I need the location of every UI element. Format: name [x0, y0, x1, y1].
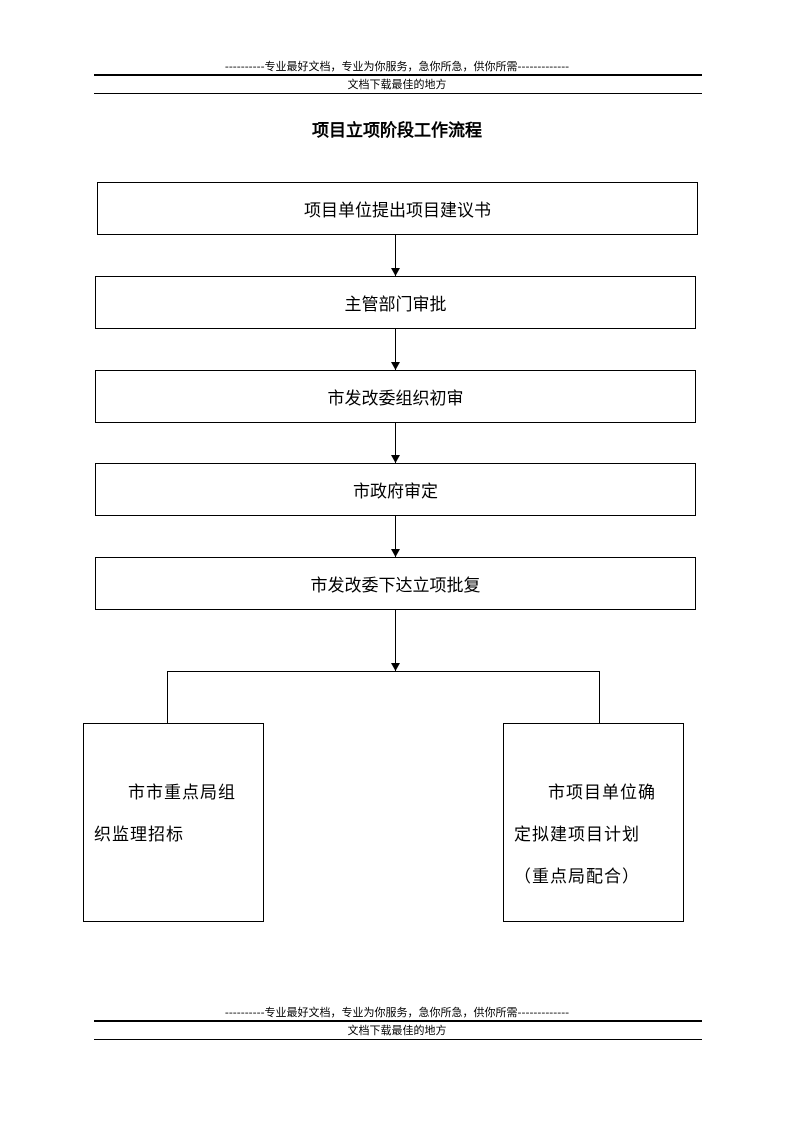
- flow-step-1-label: 项目单位提出项目建议书: [304, 201, 491, 221]
- footer-rule-bottom: [94, 1039, 702, 1040]
- footer-subtitle: 文档下载最佳的地方: [347, 1024, 447, 1037]
- flow-step-3: 市发改委组织初审: [95, 370, 696, 423]
- flow-step-4-label: 市政府审定: [353, 482, 438, 502]
- branch-right: 市项目单位确定拟建项目计划（重点局配合）: [503, 723, 684, 922]
- arrowhead-step2-icon: [391, 268, 400, 276]
- flow-step-5: 市发改委下达立项批复: [95, 557, 696, 610]
- header-subtitle: 文档下载最佳的地方: [347, 78, 447, 91]
- header-rule-top: [94, 74, 702, 76]
- header-rule-bottom: [94, 93, 702, 94]
- arrowhead-step3-icon: [391, 362, 400, 370]
- flow-step-2: 主管部门审批: [95, 276, 696, 329]
- arrowhead-split-icon: [391, 663, 400, 671]
- diagram-title: 项目立项阶段工作流程: [312, 121, 482, 141]
- footer-slogan: ----------专业最好文档，专业为你服务，急你所急，供你所需-------…: [224, 1006, 570, 1019]
- branch-left: 市市重点局组织监理招标: [83, 723, 264, 922]
- branch-left-label: 市市重点局组织监理招标: [94, 783, 236, 845]
- branch-right-label: 市项目单位确定拟建项目计划（重点局配合）: [514, 783, 656, 887]
- flow-step-4: 市政府审定: [95, 463, 696, 516]
- header-slogan: ----------专业最好文档，专业为你服务，急你所急，供你所需-------…: [224, 60, 570, 73]
- arrowhead-step5-icon: [391, 549, 400, 557]
- flow-step-1: 项目单位提出项目建议书: [97, 182, 698, 235]
- flow-step-5-label: 市发改委下达立项批复: [310, 576, 481, 596]
- flow-step-2-label: 主管部门审批: [344, 295, 447, 315]
- split-bracket: [167, 671, 600, 723]
- footer-rule-top: [94, 1020, 702, 1022]
- arrowhead-step4-icon: [391, 455, 400, 463]
- flow-step-3-label: 市发改委组织初审: [327, 389, 464, 409]
